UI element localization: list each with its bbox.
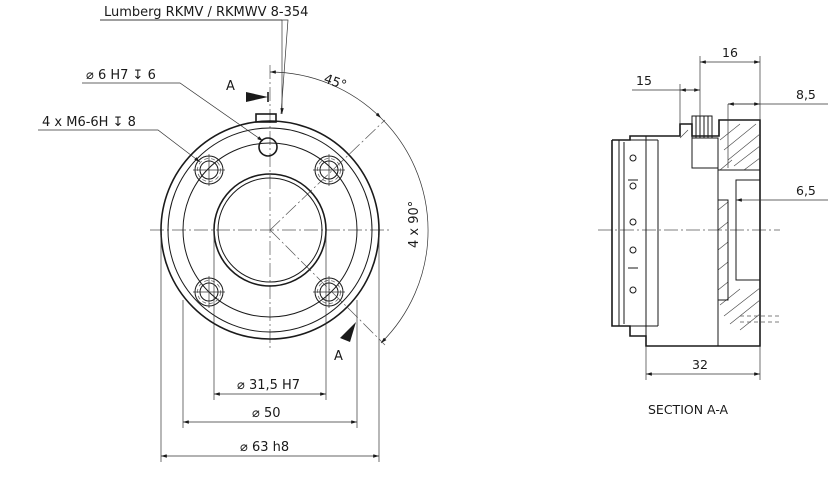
section-mark-top: A — [226, 79, 235, 94]
pin-hole-label: ⌀ 6 H7 ↧ 6 — [86, 68, 156, 83]
section-caption: SECTION A-A — [648, 402, 729, 417]
dim-50-label: ⌀ 50 — [252, 406, 281, 421]
bolt-circle-ring — [182, 142, 358, 318]
section-mark-bottom: A — [334, 349, 343, 364]
pitch-label: 4 x 90° — [407, 201, 422, 248]
pin-hole — [258, 137, 278, 157]
section-arrow-bottom — [340, 322, 356, 342]
threaded-hole-tl — [193, 154, 225, 186]
threaded-hole-br — [313, 276, 345, 308]
outer-flange-circle — [160, 120, 380, 340]
dim-31-5-label: ⌀ 31,5 H7 — [237, 378, 300, 393]
angle-label: 45° — [322, 72, 349, 94]
angle-45-arc — [269, 70, 382, 119]
inner-bore-chamfer — [217, 177, 323, 283]
section-arrow-top — [246, 92, 268, 102]
diagonal-line-upper — [269, 119, 386, 231]
dim-63-label: ⌀ 63 h8 — [240, 440, 289, 455]
section-outline — [611, 119, 761, 347]
section-view: 16 15 8,5 6,5 32 SECTION A-A — [598, 45, 828, 417]
diagonal-line-lower — [269, 229, 386, 346]
dim-15-label: 15 — [636, 73, 652, 88]
connector-nub — [255, 113, 277, 123]
face-holes — [628, 154, 638, 294]
front-view: Lumberg RKMV / RKMWV 8-354 ⌀ 6 H7 ↧ 6 4 … — [38, 5, 429, 462]
dim-16-label: 16 — [722, 45, 738, 60]
outer-chamfer-circle — [167, 127, 373, 333]
pin-hole-leader — [82, 82, 264, 142]
threaded-hole-bl — [193, 276, 225, 308]
pitch-90-arc — [380, 117, 429, 344]
connector-label: Lumberg RKMV / RKMWV 8-354 — [104, 5, 308, 20]
dim-6-5-label: 6,5 — [796, 183, 816, 198]
connector-leader — [100, 19, 289, 115]
thread-label: 4 x M6-6H ↧ 8 — [42, 115, 136, 130]
hatching — [679, 123, 761, 331]
thread-leader — [38, 129, 201, 163]
inner-recess — [735, 179, 761, 281]
dim-32-label: 32 — [692, 357, 708, 372]
dim-8-5-label: 8,5 — [796, 87, 816, 102]
connector-body — [691, 115, 719, 169]
threaded-hole-tr — [313, 154, 345, 186]
